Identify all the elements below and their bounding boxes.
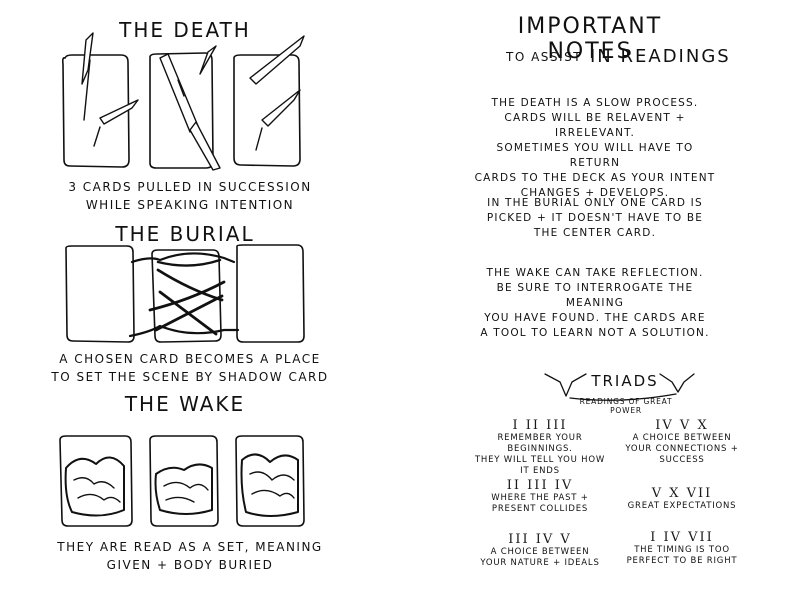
note-line: CHANGES + DEVELOPS.: [520, 187, 670, 199]
triad-desc-line: PERFECT TO BE RIGHT: [626, 556, 738, 566]
burial-title: THE BURIAL: [115, 222, 255, 246]
wake-caption-line2: GIVEN + BODY BURIED: [106, 558, 274, 572]
triad-desc-line: YOUR NATURE + IDEALS: [480, 558, 600, 568]
triad-item: II III IV WHERE THE PAST + PRESENT COLLI…: [470, 478, 610, 515]
triad-numerals: I IV VII: [650, 530, 714, 545]
notes-title-large: IN READINGS: [590, 46, 731, 67]
triads-title: TRIADS: [591, 372, 659, 390]
note-line: BE SURE TO INTERROGATE THE MEANING: [496, 282, 694, 309]
note-line: PICKED + IT DOESN'T HAVE TO BE: [486, 212, 704, 224]
note-line: IN THE BURIAL ONLY ONE CARD IS: [487, 197, 703, 209]
triad-item: IV V X A CHOICE BETWEEN YOUR CONNECTIONS…: [622, 418, 742, 466]
triad-desc-line: REMEMBER YOUR BEGINNINGS.: [497, 433, 583, 454]
note-line: SOMETIMES YOU WILL HAVE TO RETURN: [496, 142, 694, 169]
wake-title: THE WAKE: [124, 392, 246, 416]
triad-numerals: III IV V: [508, 532, 572, 547]
note-line: THE WAKE CAN TAKE REFLECTION.: [486, 267, 704, 279]
wake-cards: [59, 435, 305, 527]
note-line: THE CENTER CARD.: [533, 227, 657, 239]
triad-item: III IV V A CHOICE BETWEEN YOUR NATURE + …: [470, 532, 610, 569]
note-line: CARDS TO THE DECK AS YOUR INTENT: [474, 172, 716, 184]
note-burial: IN THE BURIAL ONLY ONE CARD IS PICKED + …: [470, 196, 720, 241]
triad-desc-line: PRESENT COLLIDES: [491, 504, 589, 514]
triad-item: V X VII GREAT EXPECTATIONS: [622, 486, 742, 512]
note-line: A TOOL TO LEARN NOT A SOLUTION.: [480, 327, 710, 339]
triad-desc-line: A CHOICE BETWEEN: [490, 547, 590, 557]
death-caption-line1: 3 CARDS PULLED IN SUCCESSION: [68, 180, 312, 194]
note-line: THE DEATH IS A SLOW PROCESS.: [491, 97, 699, 109]
burial-caption-line1: A CHOSEN CARD BECOMES A PLACE: [59, 352, 321, 366]
triad-desc-line: SUCCESS: [659, 455, 705, 465]
note-line: YOU HAVE FOUND. THE CARDS ARE: [484, 312, 706, 324]
notes-title-line1: IMPORTANT NOTES: [517, 14, 663, 64]
triad-desc-line: THE TIMING IS TOO: [634, 545, 730, 555]
triad-numerals: I II III: [512, 418, 568, 433]
notes-title-small: TO ASSIST: [506, 50, 583, 64]
burial-caption-line2: TO SET THE SCENE BY SHADOW CARD: [51, 370, 329, 384]
burial-cards: [65, 244, 305, 343]
death-title: THE DEATH: [119, 18, 251, 42]
triad-desc-line: GREAT EXPECTATIONS: [627, 501, 737, 511]
triad-desc-line: WHERE THE PAST +: [491, 493, 589, 503]
triad-desc-line: A CHOICE BETWEEN: [632, 433, 732, 443]
note-line: CARDS WILL BE RELAVENT + IRRELEVANT.: [504, 112, 686, 139]
wake-caption-line1: THEY ARE READ AS A SET, MEANING: [57, 540, 323, 554]
triad-item: I II III REMEMBER YOUR BEGINNINGS. THEY …: [470, 418, 610, 477]
note-death: THE DEATH IS A SLOW PROCESS. CARDS WILL …: [470, 96, 720, 201]
triad-desc-line: THEY WILL TELL YOU HOW IT ENDS: [474, 455, 606, 476]
triad-numerals: V X VII: [651, 486, 713, 501]
triad-item: I IV VII THE TIMING IS TOO PERFECT TO BE…: [622, 530, 742, 567]
triads-ornament-lines: [544, 373, 695, 401]
note-wake: THE WAKE CAN TAKE REFLECTION. BE SURE TO…: [470, 266, 720, 341]
triad-numerals: IV V X: [655, 418, 709, 433]
death-slashes: [81, 32, 305, 171]
triad-desc-line: YOUR CONNECTIONS +: [625, 444, 739, 454]
triad-numerals: II III IV: [506, 478, 574, 493]
triads-subtitle: READINGS OF GREAT POWER: [579, 397, 673, 415]
death-caption-line2: WHILE SPEAKING INTENTION: [85, 198, 295, 212]
